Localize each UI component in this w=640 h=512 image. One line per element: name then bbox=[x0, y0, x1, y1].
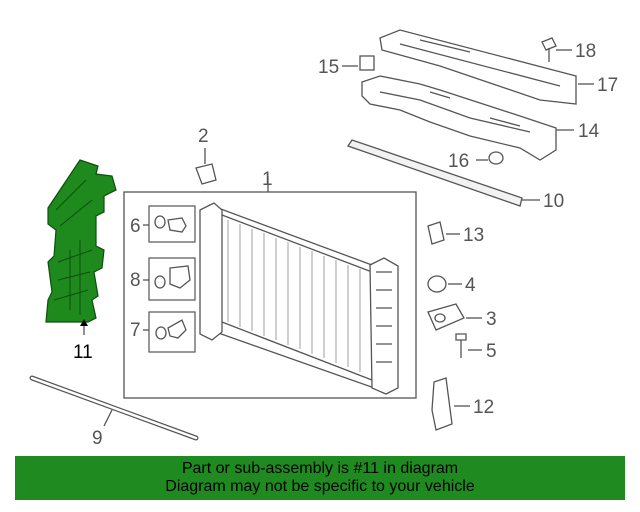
callout-16: 16 bbox=[448, 151, 469, 172]
part-11-deflector[interactable] bbox=[45, 159, 117, 323]
cap-2[interactable] bbox=[195, 148, 217, 185]
cover-17[interactable] bbox=[379, 29, 594, 105]
nut-16[interactable] bbox=[476, 151, 504, 165]
arrow-11 bbox=[80, 319, 88, 326]
callout-12: 12 bbox=[473, 397, 494, 418]
fitting-6-group[interactable] bbox=[143, 205, 196, 243]
info-banner: Part or sub-assembly is #11 in diagram D… bbox=[15, 456, 625, 500]
bolt-18[interactable] bbox=[541, 37, 572, 62]
callout-8: 8 bbox=[130, 270, 141, 291]
callout-7: 7 bbox=[130, 320, 141, 341]
banner-line-2: Diagram may not be specific to your vehi… bbox=[165, 478, 475, 495]
callout-17: 17 bbox=[597, 75, 618, 96]
seal-10[interactable] bbox=[346, 139, 540, 207]
seal-strip-9[interactable] bbox=[29, 375, 199, 441]
callout-14: 14 bbox=[578, 121, 600, 142]
fitting-8-group[interactable] bbox=[143, 257, 196, 301]
bracket-3[interactable] bbox=[427, 303, 482, 331]
callout-10: 10 bbox=[543, 191, 564, 212]
bracket-14[interactable] bbox=[361, 75, 574, 161]
bolt-5[interactable] bbox=[455, 333, 482, 358]
banner-line-1: Part or sub-assembly is #11 in diagram bbox=[181, 460, 459, 477]
callout-9: 9 bbox=[92, 428, 103, 449]
radiator-assembly[interactable] bbox=[123, 176, 417, 399]
callout-15: 15 bbox=[318, 57, 339, 78]
callout-5: 5 bbox=[486, 341, 497, 362]
clip-13[interactable] bbox=[427, 221, 460, 245]
callout-4: 4 bbox=[465, 275, 476, 296]
callout-1: 1 bbox=[262, 169, 273, 190]
clip-15[interactable] bbox=[342, 55, 375, 71]
fitting-7-group[interactable] bbox=[143, 311, 196, 353]
callout-13: 13 bbox=[463, 225, 484, 246]
callout-3: 3 bbox=[486, 309, 497, 330]
bracket-12[interactable] bbox=[431, 377, 470, 431]
callout-2: 2 bbox=[198, 126, 209, 147]
callout-18: 18 bbox=[575, 41, 596, 62]
callout-6: 6 bbox=[130, 216, 141, 237]
isolator-4[interactable] bbox=[427, 275, 462, 293]
callout-11: 11 bbox=[73, 342, 93, 363]
